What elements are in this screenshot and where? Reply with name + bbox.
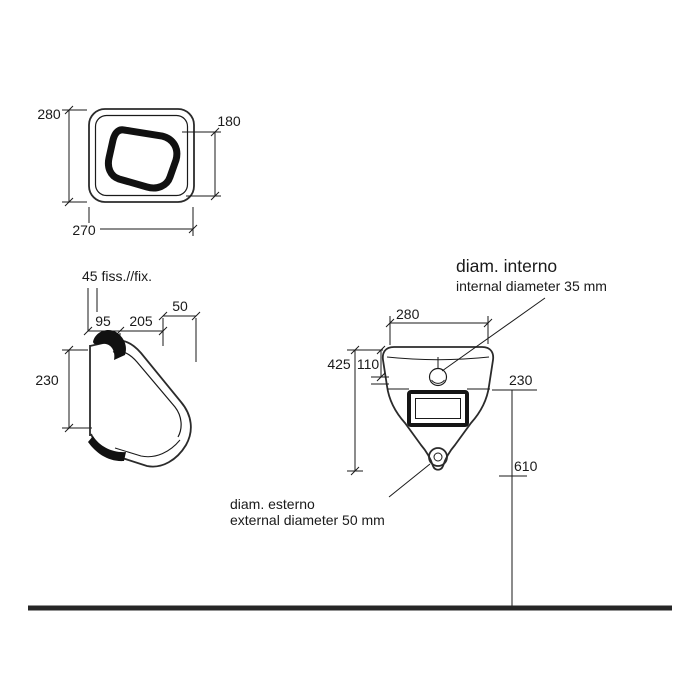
side-view: 45 fiss.//fix. 95 205 50 230 xyxy=(35,268,201,468)
inlet-hole-detail xyxy=(431,379,445,384)
outlet-hole-inner xyxy=(433,452,443,462)
dim-label-side-230: 230 xyxy=(35,372,59,388)
internal-diameter-title: diam. interno xyxy=(456,256,557,276)
dim-tick xyxy=(64,423,74,433)
bowl-opening-inner-line xyxy=(415,398,461,419)
dim-tick xyxy=(376,345,386,355)
leader-line-internal xyxy=(441,297,546,372)
fixing-note-label: 45 fiss.//fix. xyxy=(82,268,152,284)
outlet-hole xyxy=(428,447,448,467)
dim-tick xyxy=(210,127,220,137)
top-view-bowl-opening xyxy=(104,126,181,192)
dim-tick xyxy=(191,311,201,321)
dim-label-425: 425 xyxy=(327,356,351,372)
top-view: 280 180 270 xyxy=(37,105,241,238)
inlet-hole xyxy=(428,367,448,387)
dim-label-610: 610 xyxy=(514,458,538,474)
internal-diameter-note: internal diameter 35 mm xyxy=(456,278,607,294)
dim-tick xyxy=(83,326,93,336)
dim-label-front-width: 280 xyxy=(396,306,420,322)
front-view: 280 425 110 230 610 diam. interno intern… xyxy=(230,256,607,606)
dim-tick xyxy=(158,311,168,321)
dim-label-top-width: 270 xyxy=(72,222,96,238)
external-diameter-title: diam. esterno xyxy=(230,496,315,512)
dim-tick xyxy=(350,345,360,355)
dim-tick xyxy=(188,224,198,234)
dim-tick xyxy=(64,197,74,207)
side-profile-inlet-spigot xyxy=(93,330,126,360)
dim-tick xyxy=(350,466,360,476)
dim-label-205: 205 xyxy=(129,313,153,329)
dim-tick xyxy=(483,318,493,328)
dim-tick xyxy=(64,345,74,355)
dim-tick xyxy=(376,372,386,382)
leader-line-external xyxy=(388,463,431,498)
bowl-opening-front xyxy=(407,390,469,427)
side-profile-bowl-line xyxy=(114,439,181,458)
dim-label-95: 95 xyxy=(95,313,111,329)
dim-tick xyxy=(210,191,220,201)
dim-label-front-230: 230 xyxy=(509,372,533,388)
dim-label-110: 110 xyxy=(357,356,380,372)
dim-tick xyxy=(64,105,74,115)
top-view-outer-outline xyxy=(88,108,195,203)
dim-label-top-inner-height: 180 xyxy=(217,113,241,129)
dim-tick xyxy=(385,318,395,328)
dim-label-top-height: 280 xyxy=(37,106,61,122)
dim-label-50: 50 xyxy=(172,298,188,314)
external-diameter-note: external diameter 50 mm xyxy=(230,512,385,528)
label-mask xyxy=(68,223,100,237)
side-profile-rim-line xyxy=(112,350,182,438)
top-view-inner-rim xyxy=(94,114,189,197)
side-profile-outlet-trap xyxy=(88,436,126,462)
